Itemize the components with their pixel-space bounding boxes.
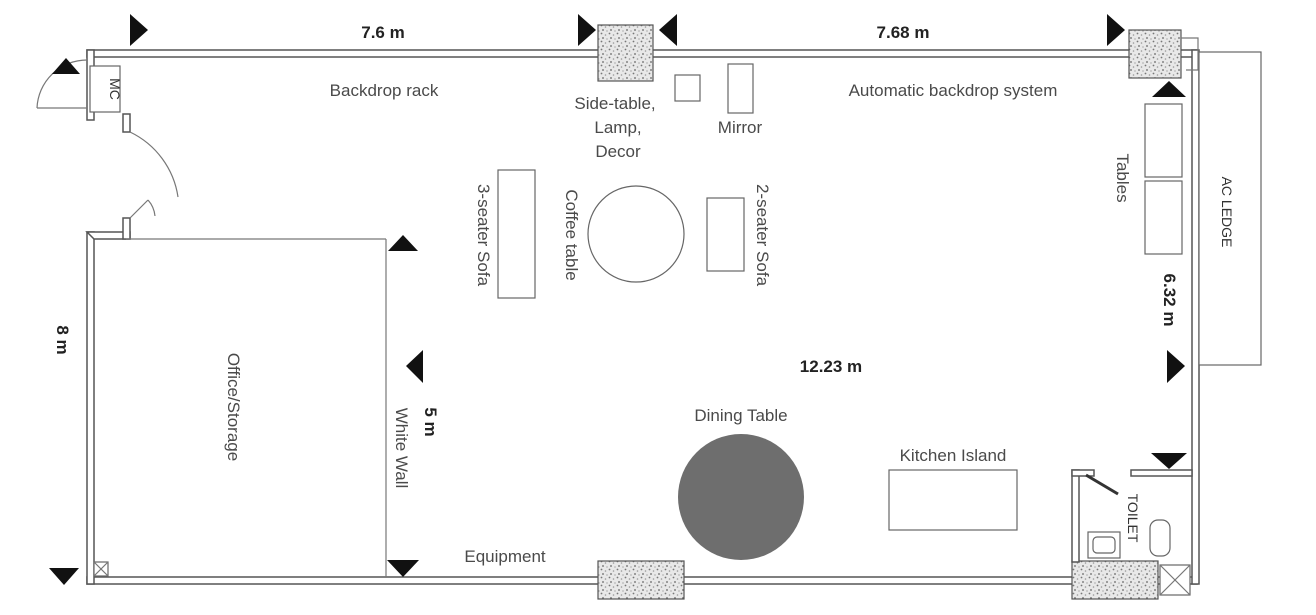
side-table (674, 74, 701, 102)
three-seater-sofa (497, 169, 536, 299)
side-table-label-2: Lamp, (594, 118, 641, 137)
tables-label: Tables (1113, 153, 1132, 202)
ac-ledge-label: AC LEDGE (1219, 177, 1235, 248)
dining-kitchen: Dining Table Kitchen Island Equipment (464, 406, 1018, 566)
coffee-table-label: Coffee table (562, 189, 581, 280)
dining-table-label: Dining Table (694, 406, 787, 425)
side-table-label-3: Decor (595, 142, 641, 161)
marker-left-top (52, 58, 80, 74)
office-storage: Office/Storage White Wall 5 m (93, 238, 440, 577)
columns (597, 24, 1191, 600)
column-bottom-middle (597, 560, 685, 600)
white-wall-dimension: 5 m (421, 407, 440, 436)
toilet-label: TOILET (1125, 494, 1141, 543)
marker-wall-bottom (387, 560, 419, 577)
marker-wall-mid (406, 350, 423, 383)
backdrop-rack-label: Backdrop rack (330, 81, 439, 100)
mc-label: MC (107, 78, 123, 100)
mirror (727, 63, 754, 114)
top-furniture: Backdrop rack Side-table, Lamp, Decor Mi… (330, 63, 1058, 161)
side-table-label-1: Side-table, (574, 94, 655, 113)
marker-top-right (1107, 14, 1125, 46)
dim-center-length: 12.23 m (800, 357, 862, 376)
white-wall-label: White Wall (392, 408, 411, 489)
marker-wall-top (388, 235, 418, 251)
two-seater-label: 2-seater Sofa (753, 184, 772, 287)
mc-room: MC (89, 65, 123, 113)
side-door (129, 131, 179, 219)
office-label: Office/Storage (224, 353, 243, 461)
column-bottom-right (1071, 560, 1159, 600)
dim-left-height: 8 m (53, 325, 72, 354)
column-top-middle (597, 24, 654, 82)
lounge-area: 3-seater Sofa Coffee table 2-seater Sofa (474, 169, 772, 299)
equipment-label: Equipment (464, 547, 546, 566)
dimension-labels: 7.6 m 7.68 m 8 m 6.32 m 12.23 m (53, 23, 1179, 376)
three-seater-label: 3-seater Sofa (474, 184, 493, 287)
toilet-bowl (1149, 519, 1171, 557)
kitchen-island (888, 469, 1018, 531)
marker-right-lower (1151, 453, 1187, 469)
dining-table (678, 434, 804, 560)
dimension-markers (49, 14, 1187, 585)
coffee-table (587, 185, 685, 283)
tables-group: Tables (1113, 103, 1183, 255)
marker-left-bottom (49, 568, 79, 585)
two-seater-sofa (706, 197, 745, 272)
mirror-label: Mirror (718, 118, 763, 137)
dim-top-right: 7.68 m (877, 23, 930, 42)
marker-right-mid (1167, 350, 1185, 383)
automatic-backdrop-label: Automatic backdrop system (849, 81, 1058, 100)
marker-top-mid-a (578, 14, 596, 46)
kitchen-island-label: Kitchen Island (900, 446, 1007, 465)
marker-top-mid-b (659, 14, 677, 46)
ac-ledge: AC LEDGE (1181, 37, 1262, 366)
marker-top-left (130, 14, 148, 46)
marker-right-upper (1152, 81, 1186, 97)
dim-right-height: 6.32 m (1160, 274, 1179, 327)
column-top-right (1128, 29, 1182, 79)
walls (85, 49, 1200, 585)
dim-top-left: 7.6 m (361, 23, 404, 42)
toilet-room: TOILET (1071, 469, 1193, 563)
